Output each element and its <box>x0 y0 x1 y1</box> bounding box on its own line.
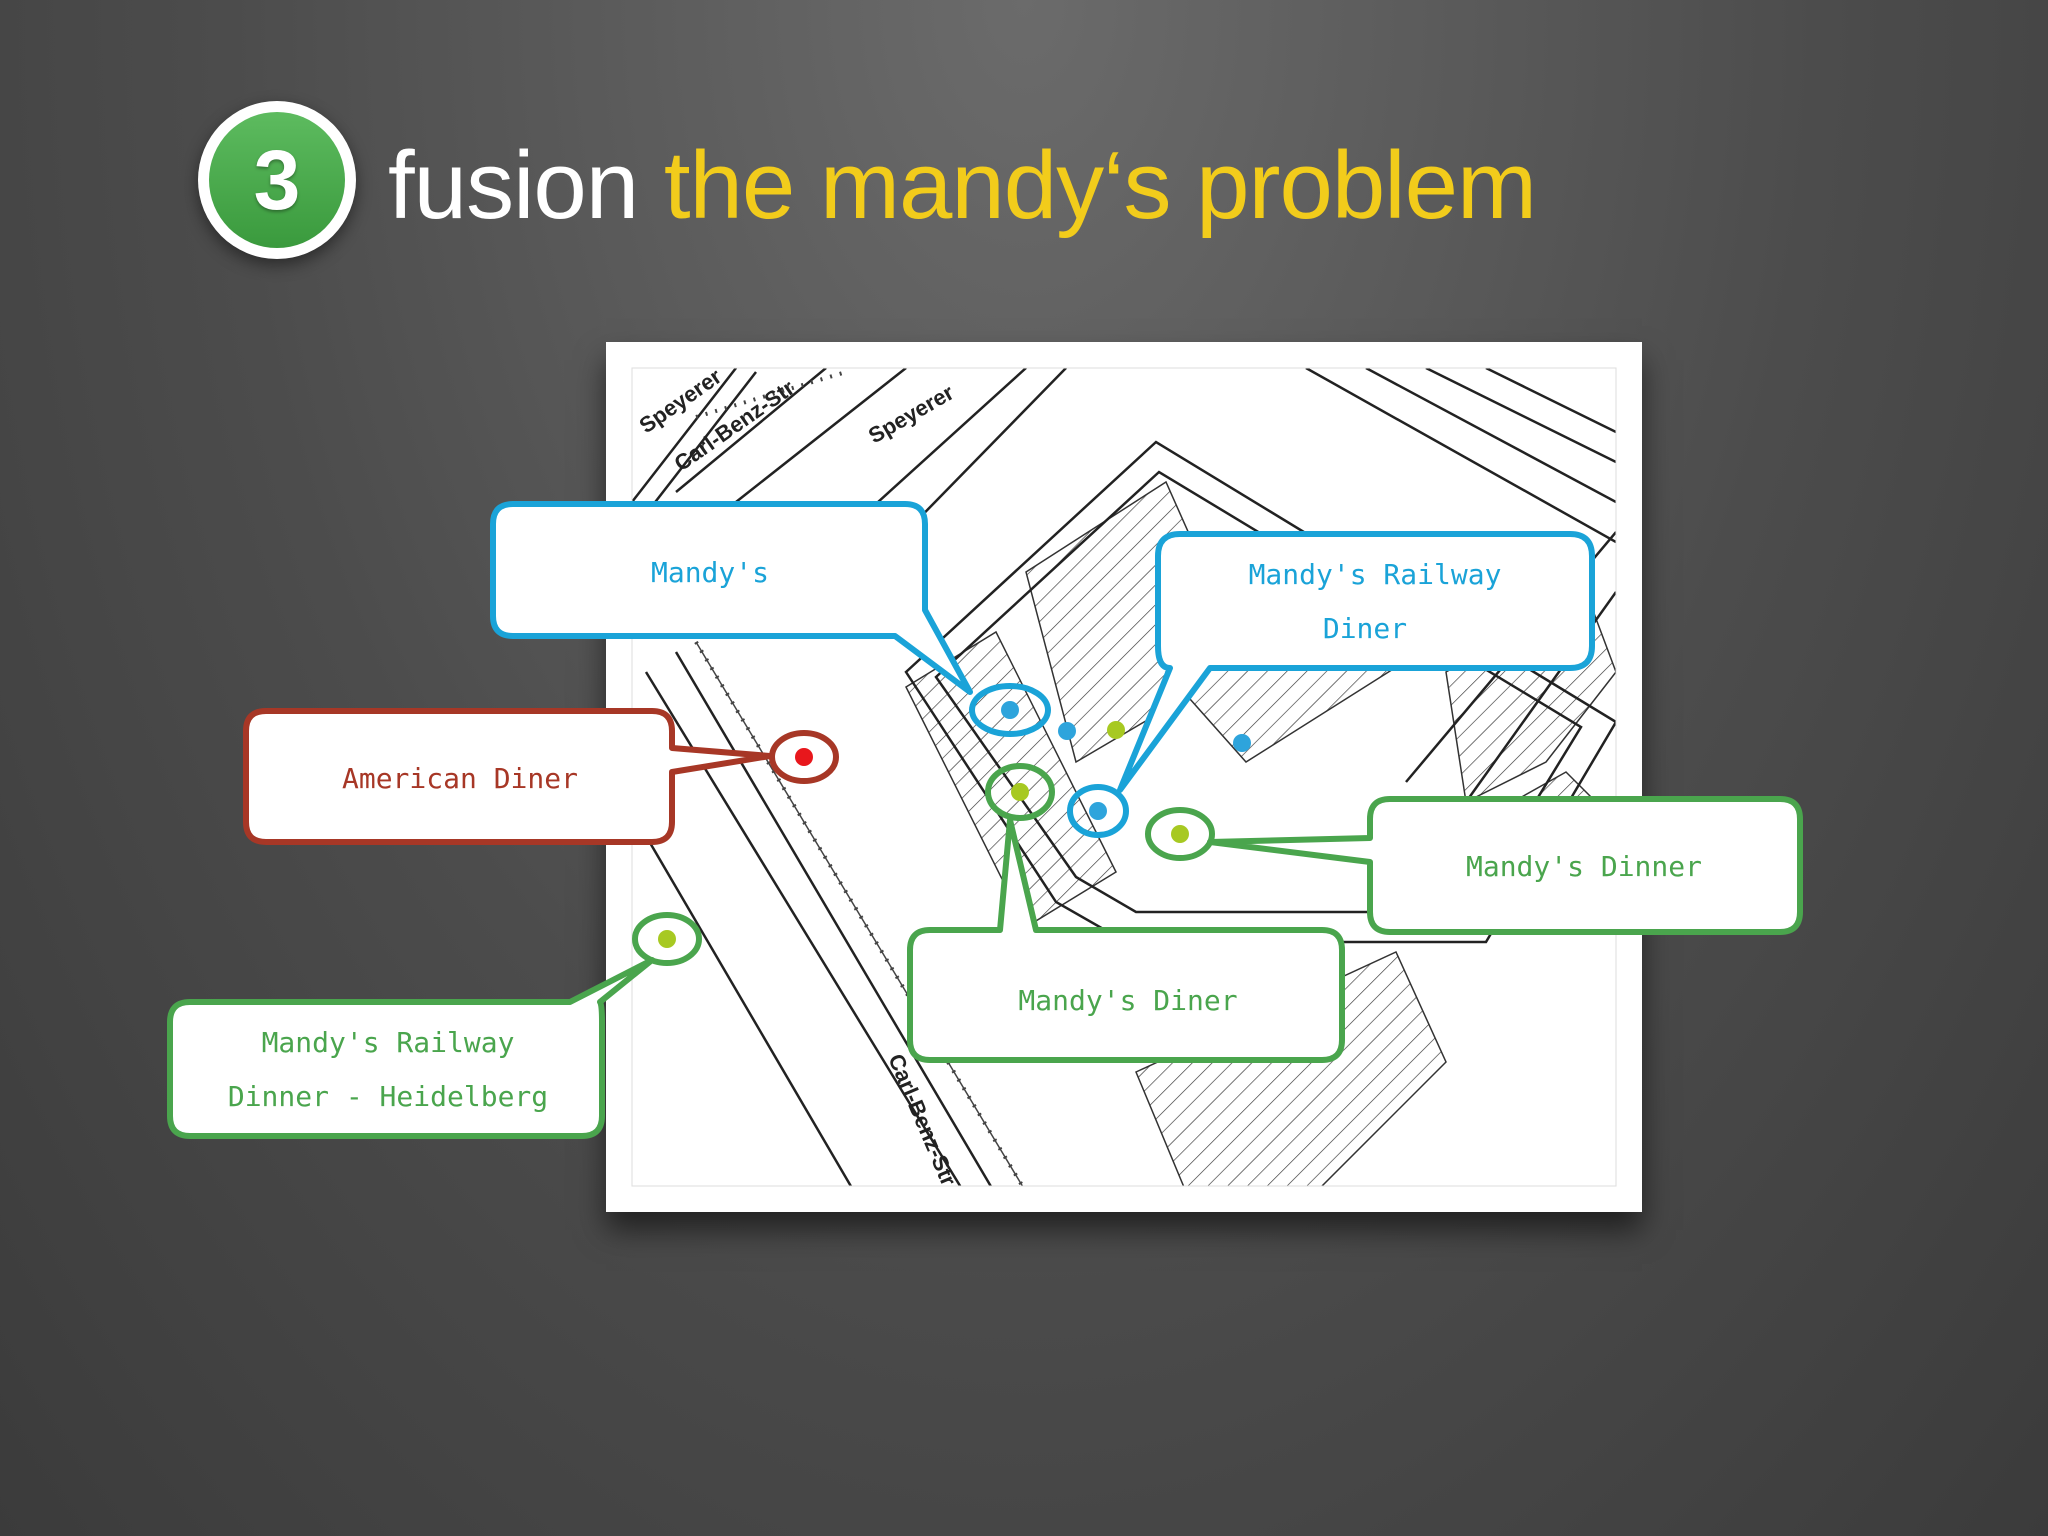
callout-mandys-railway-dinner-heidelberg-line-2: Dinner - Heidelberg <box>228 1080 548 1113</box>
marker-ring-mandys-dinner <box>1145 807 1215 861</box>
marker-mandys-railway-diner[interactable] <box>1089 802 1107 820</box>
callout-mandys-railway-diner-line-2: Diner <box>1323 612 1407 645</box>
step-badge: 3 <box>198 101 356 259</box>
callout-mandys-diner <box>907 817 1345 1063</box>
marker-extra-blue[interactable] <box>1058 722 1076 740</box>
callout-mandys-railway-diner-line-1: Mandy's Railway <box>1249 558 1502 591</box>
marker-mandys-diner[interactable] <box>1011 783 1029 801</box>
callout-mandys <box>490 501 973 695</box>
marker-mandys-dinner[interactable] <box>1171 825 1189 843</box>
callout-mandys-railway-dinner-heidelberg <box>167 957 655 1139</box>
marker-extra-green[interactable] <box>1107 721 1125 739</box>
marker-ring-mandys-railway-diner <box>1067 784 1129 838</box>
callout-mandys-railway-dinner-heidelberg-line-1: Mandy's Railway <box>262 1026 515 1059</box>
callout-mandys-railway-diner <box>1117 531 1595 793</box>
marker-mandys-railway-dinner-heidelberg[interactable] <box>658 930 676 948</box>
building-block <box>1135 951 1447 1186</box>
step-number: 3 <box>209 112 345 248</box>
callout-mandys-dinner <box>1207 796 1803 935</box>
callout-american-diner <box>243 708 773 845</box>
callout-mandys-diner-line-1: Mandy's Diner <box>1018 984 1237 1017</box>
marker-extra-blue[interactable] <box>1233 734 1251 752</box>
marker-ring-mandys <box>969 683 1051 737</box>
marker-ring-mandys-railway-dinner-heidelberg <box>632 912 702 966</box>
callout-mandys-line-1: Mandy's <box>651 556 769 589</box>
callout-american-diner-line-1: American Diner <box>342 762 578 795</box>
railway-track <box>695 370 847 419</box>
road-loop <box>904 440 1616 944</box>
title-lead: fusion <box>388 132 639 239</box>
slide-title: fusion the mandy‘s problem <box>388 126 1537 246</box>
marker-american-diner[interactable] <box>795 748 813 766</box>
callout-mandys-dinner-line-1: Mandy's Dinner <box>1466 850 1702 883</box>
marker-ring-mandys-diner <box>985 763 1055 821</box>
marker-mandys[interactable] <box>1001 701 1019 719</box>
title-accent: the mandy‘s problem <box>663 132 1537 239</box>
